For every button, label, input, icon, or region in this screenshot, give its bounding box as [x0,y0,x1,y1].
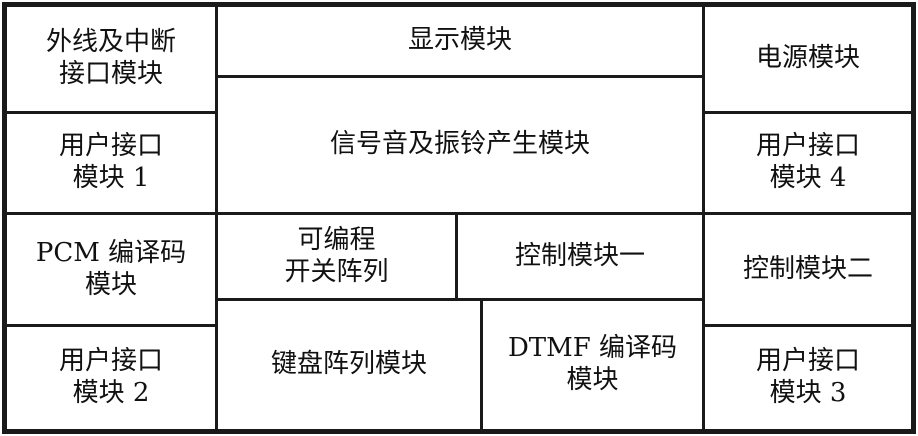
tone-ring-generator-module-label: 信号音及振铃产生模块 [329,129,590,160]
pcm-codec-module-block: PCM 编译码 模块 [4,212,218,327]
power-module-block: 电源模块 [702,4,914,114]
tone-ring-generator-module-block: 信号音及振铃产生模块 [215,75,705,215]
user-interface-module-3-block: 用户接口 模块 3 [702,324,914,432]
user-interface-module-4-label: 用户接口 模块 4 [755,131,860,193]
user-interface-module-2-label: 用户接口 模块 2 [58,346,163,408]
keypad-array-module-block: 键盘阵列模块 [215,298,483,432]
external-line-interrupt-module-block: 外线及中断 接口模块 [4,4,218,114]
user-interface-module-1-label: 用户接口 模块 1 [58,131,163,193]
control-module-2-block: 控制模块二 [702,212,914,327]
control-module-1-block: 控制模块一 [455,212,705,301]
control-module-1-label: 控制模块一 [514,240,645,271]
power-module-label: 电源模块 [755,43,860,74]
user-interface-module-3-label: 用户接口 模块 3 [755,346,860,408]
user-interface-module-1-block: 用户接口 模块 1 [4,111,218,215]
dtmf-codec-module-block: DTMF 编译码 模块 [480,298,705,432]
dtmf-codec-module-label: DTMF 编译码 模块 [507,333,678,395]
control-module-2-label: 控制模块二 [742,253,873,284]
display-module-label: 显示模块 [407,25,512,56]
user-interface-module-4-block: 用户接口 模块 4 [702,111,914,215]
user-interface-module-2-block: 用户接口 模块 2 [4,324,218,432]
pcm-codec-module-label: PCM 编译码 模块 [35,237,187,300]
programmable-switch-array-label: 可编程 开关阵列 [284,224,389,287]
keypad-array-module-label: 键盘阵列模块 [270,349,427,380]
display-module-block: 显示模块 [215,4,705,78]
external-line-interrupt-module-label: 外线及中断 接口模块 [45,27,176,89]
programmable-switch-array-block: 可编程 开关阵列 [215,212,458,301]
